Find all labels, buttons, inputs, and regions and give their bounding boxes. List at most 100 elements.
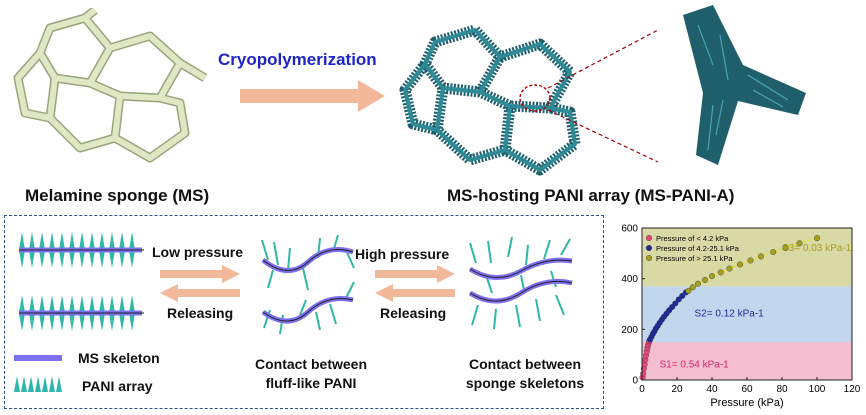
pani-spike bbox=[89, 313, 95, 331]
y-tick-label: 200 bbox=[621, 325, 638, 336]
pani-spike bbox=[39, 232, 45, 250]
data-point-s3 bbox=[708, 273, 715, 280]
data-point-s3 bbox=[701, 276, 708, 283]
data-point-s3 bbox=[694, 280, 701, 287]
low-pressure-arrow bbox=[160, 265, 240, 283]
pani-spike bbox=[109, 295, 115, 313]
data-point-s3 bbox=[717, 269, 724, 276]
data-point-s3 bbox=[782, 244, 789, 251]
pani-spike bbox=[109, 250, 115, 268]
x-tick-label: 100 bbox=[809, 384, 826, 395]
data-point-s3 bbox=[736, 261, 743, 268]
pani-spike bbox=[59, 232, 65, 250]
region-band-2 bbox=[642, 286, 852, 342]
high-pressure-arrow bbox=[375, 265, 455, 283]
data-point-s3 bbox=[685, 287, 692, 294]
ms-skeleton-legend-swatch bbox=[14, 355, 62, 361]
releasing-arrow-2 bbox=[375, 284, 455, 302]
data-point-s3 bbox=[813, 235, 820, 242]
pani-spike bbox=[29, 250, 35, 268]
legend-marker-3 bbox=[646, 255, 653, 262]
pani-spike bbox=[89, 232, 95, 250]
pani-spike bbox=[89, 250, 95, 268]
contact-fluff-line1: Contact between bbox=[254, 356, 367, 372]
wavy-fibres-fluff bbox=[261, 234, 355, 335]
ms-pani-array-image bbox=[399, 24, 581, 176]
process-label: Cryopolymerization bbox=[218, 50, 377, 69]
x-tick-label: 20 bbox=[671, 384, 683, 395]
region-band-1 bbox=[642, 342, 852, 380]
mechanism-panel bbox=[4, 215, 604, 409]
x-tick-label: 120 bbox=[844, 384, 861, 395]
pani-spike bbox=[119, 313, 125, 331]
releasing-arrow-1 bbox=[160, 284, 240, 302]
pani-array-legend-swatch bbox=[14, 376, 62, 392]
pani-spike bbox=[79, 232, 85, 250]
high-pressure-label: High pressure bbox=[355, 246, 450, 262]
pani-spike bbox=[69, 295, 75, 313]
process-arrow bbox=[240, 80, 385, 112]
pani-spike bbox=[99, 232, 105, 250]
pani-spike bbox=[49, 232, 55, 250]
pani-array-legend-label: PANI array bbox=[82, 378, 153, 394]
pani-spike bbox=[49, 250, 55, 268]
pani-spike bbox=[99, 295, 105, 313]
pani-spike bbox=[29, 313, 35, 331]
compressed-fibres bbox=[468, 236, 573, 330]
pani-spike bbox=[59, 250, 65, 268]
data-point-s3 bbox=[796, 240, 803, 247]
pani-spike bbox=[79, 295, 85, 313]
pani-spike bbox=[69, 313, 75, 331]
pani-spike bbox=[19, 313, 25, 331]
legend-label-3: Pressure of > 25.1 kPa bbox=[656, 254, 733, 263]
pani-spike bbox=[109, 232, 115, 250]
pani-spike bbox=[129, 313, 135, 331]
legend-marker-2 bbox=[646, 245, 653, 252]
pani-spike bbox=[119, 295, 125, 313]
legend-label-2: Pressure of 4.2-25.1 kPa bbox=[656, 244, 740, 253]
x-tick-label: 40 bbox=[706, 384, 718, 395]
contact-skeleton-line2: sponge skeletons bbox=[465, 375, 585, 391]
pani-spike bbox=[29, 295, 35, 313]
data-point-s2 bbox=[679, 292, 686, 299]
pani-spike bbox=[119, 250, 125, 268]
pani-fibre-closeup bbox=[683, 5, 806, 165]
data-point-s2 bbox=[672, 300, 679, 307]
pani-spike bbox=[39, 295, 45, 313]
zoom-lines bbox=[547, 29, 659, 163]
melamine-sponge-image bbox=[13, 8, 208, 163]
pani-spike bbox=[99, 313, 105, 331]
data-point-s3 bbox=[770, 249, 777, 256]
pani-spike bbox=[49, 295, 55, 313]
region-label-1: S1= 0.54 kPa-1 bbox=[660, 359, 730, 370]
pani-spike bbox=[89, 295, 95, 313]
data-point-s1 bbox=[640, 370, 647, 377]
straight-fibre-bottom bbox=[19, 295, 144, 331]
pani-spike bbox=[59, 313, 65, 331]
data-point-s3 bbox=[747, 257, 754, 264]
low-pressure-label: Low pressure bbox=[152, 244, 244, 260]
x-tick-label: 80 bbox=[776, 384, 788, 395]
pani-spike bbox=[129, 232, 135, 250]
melamine-sponge-caption: Melamine sponge (MS) bbox=[25, 186, 210, 205]
pani-spike bbox=[19, 250, 25, 268]
pani-spike bbox=[19, 232, 25, 250]
pani-spike bbox=[129, 250, 135, 268]
region-label-2: S2= 0.12 kPa-1 bbox=[695, 309, 765, 320]
pani-spike bbox=[79, 313, 85, 331]
contact-fluff-line2: fluff-like PANI bbox=[265, 375, 357, 391]
pani-spike bbox=[29, 232, 35, 250]
pani-spike bbox=[99, 250, 105, 268]
releasing-label-1: Releasing bbox=[167, 305, 234, 321]
y-tick-label: 600 bbox=[621, 224, 638, 235]
legend-marker-1 bbox=[646, 234, 653, 241]
ms-pani-caption: MS-hosting PANI array (MS-PANI-A) bbox=[447, 186, 735, 205]
ms-skeleton-legend-label: MS skeleton bbox=[78, 350, 160, 366]
region-label-3: S3= 0.03 kPa-1 bbox=[782, 243, 852, 254]
releasing-label-2: Releasing bbox=[380, 305, 447, 321]
x-tick-label: 0 bbox=[639, 384, 645, 395]
pani-spike bbox=[49, 313, 55, 331]
fit-line-s3 bbox=[687, 237, 818, 292]
data-point-s3 bbox=[689, 284, 696, 291]
pressure-chart: S1= 0.54 kPa-1 S2= 0.12 kPa-1 S3= 0.03 kPa… bbox=[621, 224, 861, 410]
